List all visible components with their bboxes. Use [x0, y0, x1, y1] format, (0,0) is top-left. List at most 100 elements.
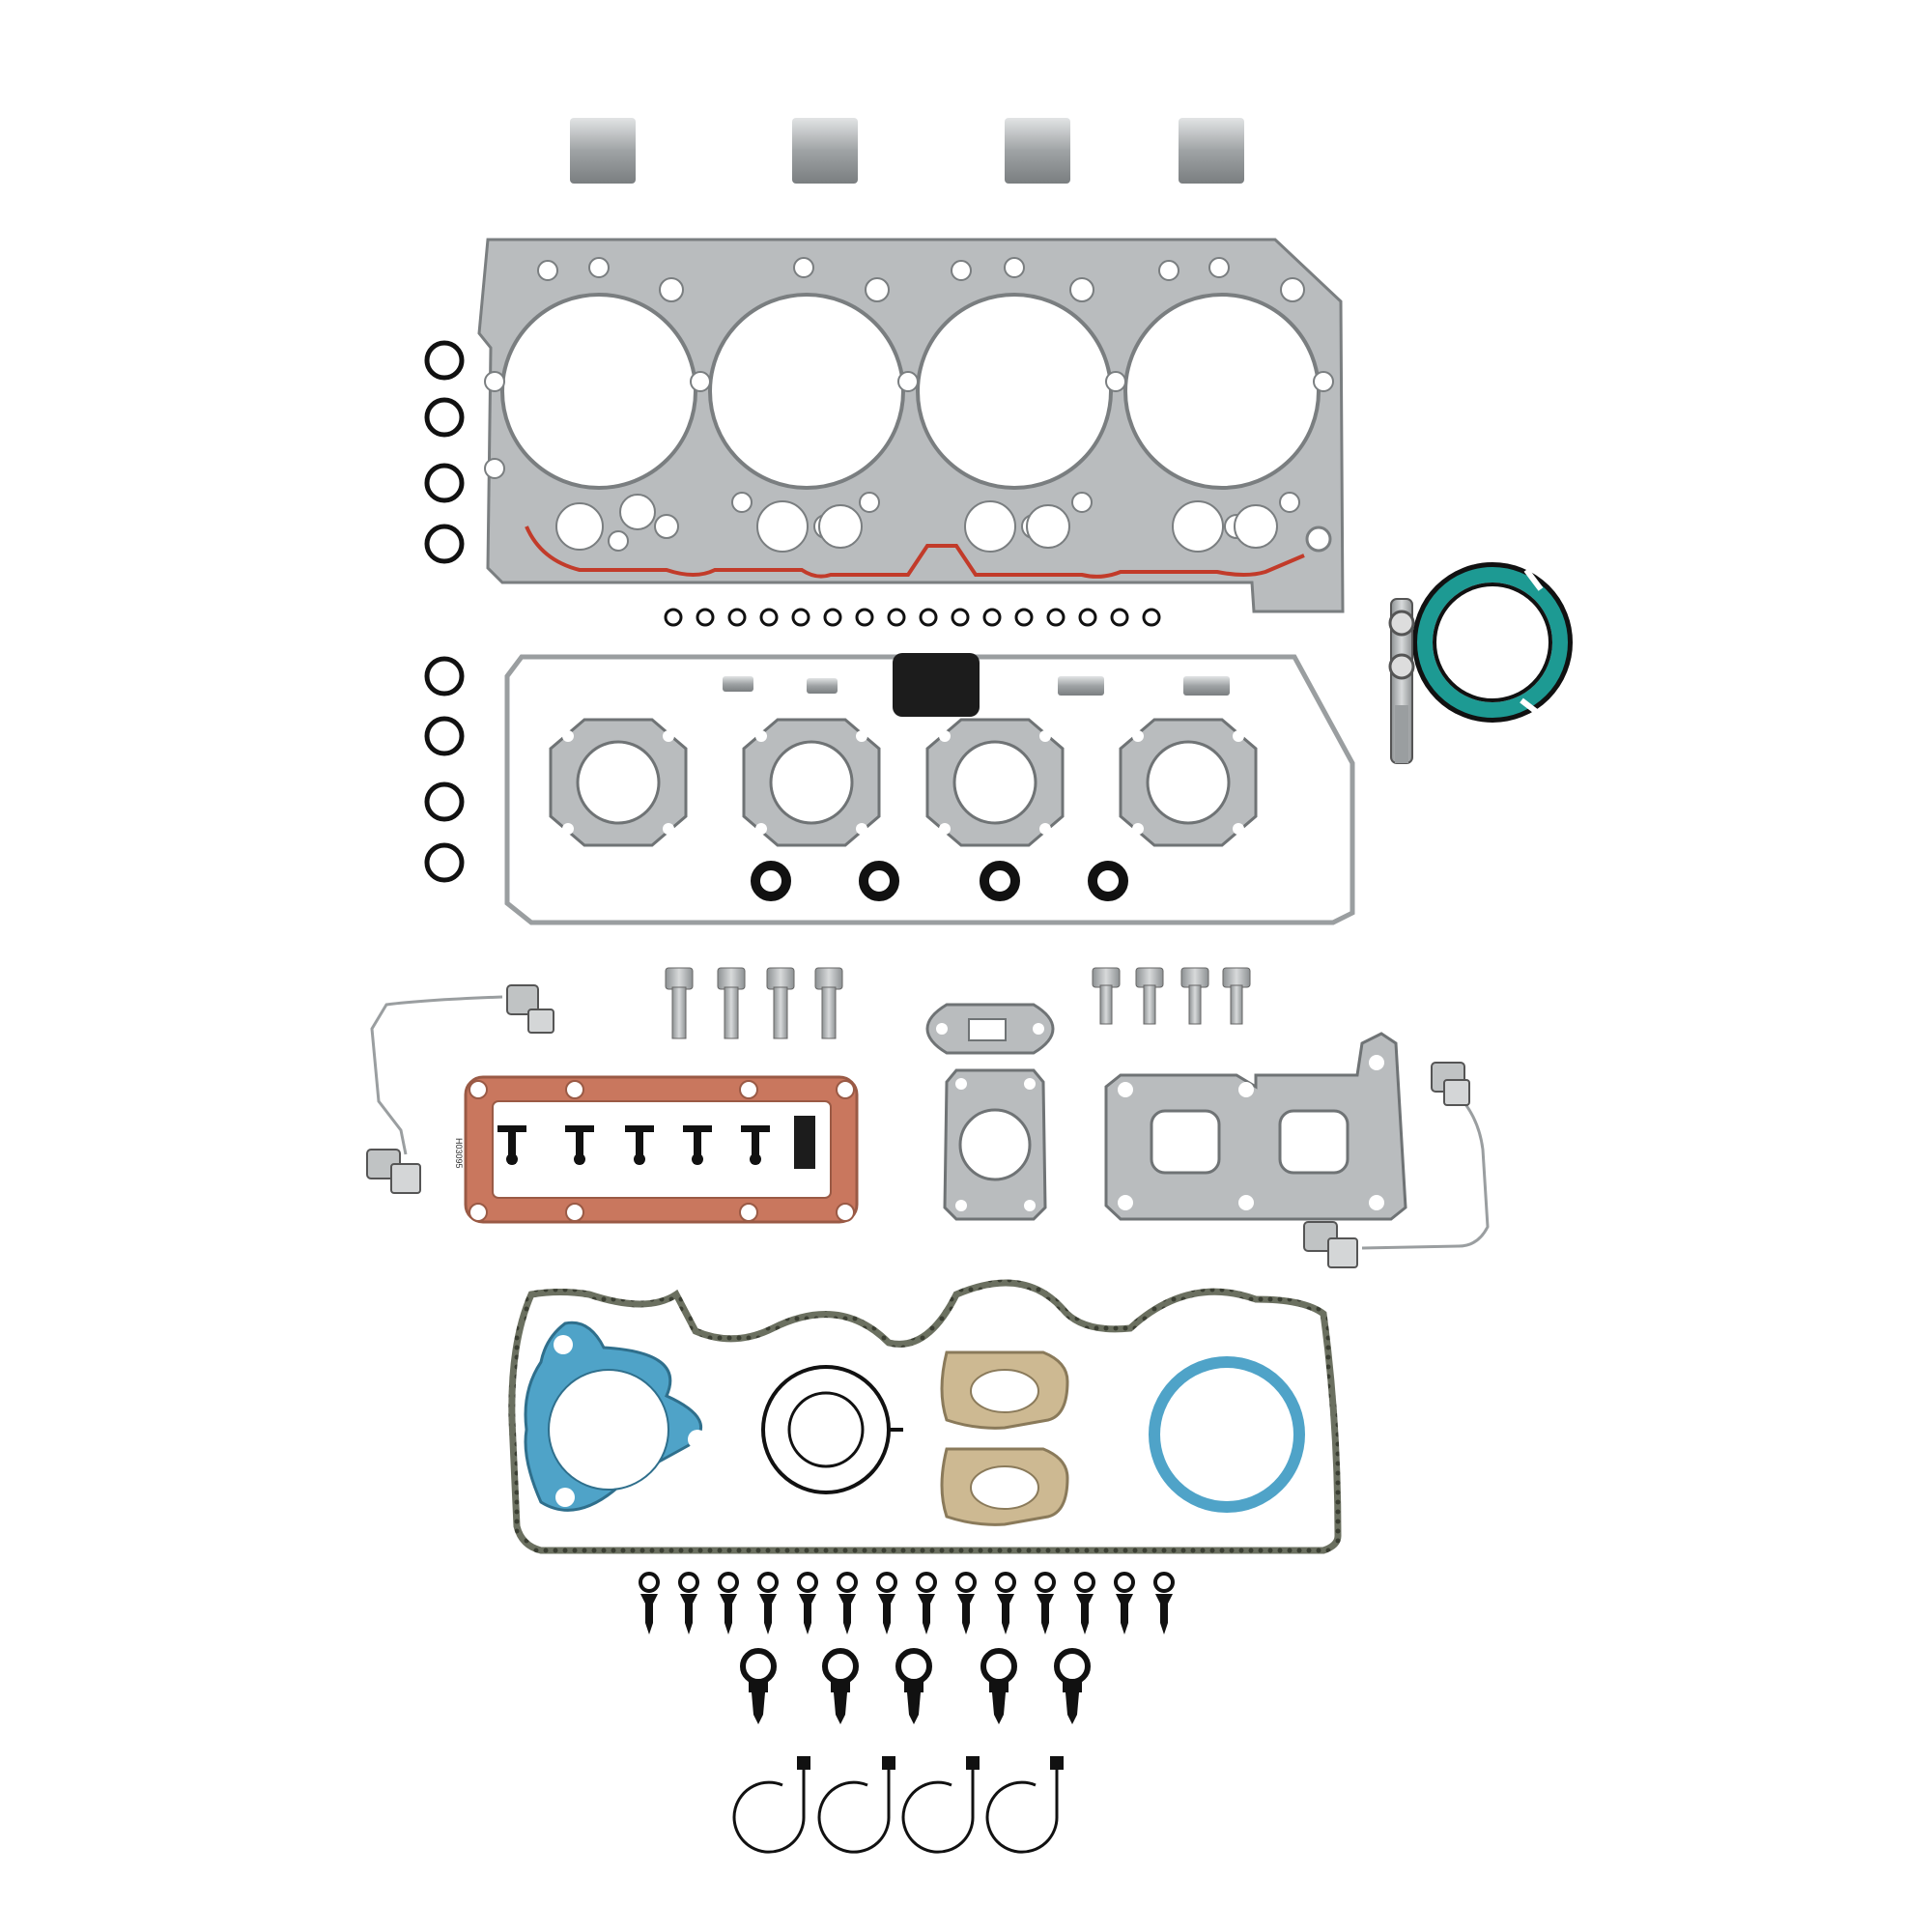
- cylinder-bore: [1123, 293, 1321, 490]
- o-ring: [424, 340, 465, 381]
- gasket-hole: [619, 494, 656, 530]
- gasket-hole: [484, 458, 505, 479]
- exhaust-port-gasket: [742, 718, 881, 847]
- valve-cover-clips: [497, 1125, 770, 1165]
- small-o-ring: [1078, 608, 1097, 627]
- cable-tie: [732, 1756, 810, 1854]
- gasket-hole: [818, 504, 863, 549]
- small-o-rings-row: [664, 608, 1161, 627]
- small-o-ring: [919, 608, 938, 627]
- o-ring: [424, 463, 465, 503]
- clips: [740, 1648, 1091, 1724]
- push-pin: [718, 1572, 739, 1634]
- gasket-hole: [897, 371, 919, 392]
- sensor-cable-left: [366, 984, 554, 1194]
- copper-gasket-hole: [469, 1203, 488, 1222]
- o-ring: [424, 397, 465, 438]
- push-pin: [1153, 1572, 1175, 1634]
- small-o-ring: [887, 608, 906, 627]
- gasket-hole: [964, 500, 1016, 553]
- injector-seals: [751, 861, 1128, 901]
- oil-sump-gasket: [508, 1279, 1342, 1554]
- gasket-hole: [1026, 504, 1070, 549]
- bolt: [1135, 967, 1164, 1025]
- small-o-ring: [696, 608, 715, 627]
- clip: [822, 1648, 859, 1724]
- gasket-hole: [588, 257, 610, 278]
- dowel-sleeves: [723, 653, 1230, 717]
- injector-seal: [751, 861, 791, 901]
- cable-tie: [901, 1756, 980, 1854]
- gasket-hole: [1069, 277, 1094, 302]
- gasket-hole: [1234, 504, 1278, 549]
- copper-gasket-hole: [469, 1080, 488, 1099]
- water-pump-gasket: [524, 1321, 707, 1512]
- cable-ties: [732, 1756, 1064, 1854]
- gasket-hole: [865, 277, 890, 302]
- copper-gasket-hole: [739, 1203, 758, 1222]
- o-ring: [424, 842, 465, 883]
- blue-ring-seal: [1149, 1356, 1305, 1513]
- exhaust-port-gaskets: [549, 718, 1258, 847]
- push-pin: [876, 1572, 897, 1634]
- gasket-hole: [1313, 371, 1334, 392]
- gasket-hole: [859, 492, 880, 513]
- o-ring: [424, 524, 465, 564]
- gasket-hole: [659, 277, 684, 302]
- clip: [1054, 1648, 1091, 1724]
- bearing-shell: [792, 118, 858, 184]
- cylinder-bore: [916, 293, 1113, 490]
- small-o-ring: [1142, 608, 1161, 627]
- valve-cover-clip: [565, 1125, 594, 1165]
- gasket-hole: [951, 260, 972, 281]
- gasket-hole: [690, 371, 711, 392]
- turbo-flange-gasket: [943, 1068, 1047, 1221]
- cylinder-bore: [500, 293, 697, 490]
- gasket-hole: [484, 371, 505, 392]
- gasket-hole: [1279, 492, 1300, 513]
- push-pins: [639, 1572, 1175, 1634]
- cable-tie: [817, 1756, 895, 1854]
- turbo-oil-gasket: [925, 1003, 1055, 1055]
- small-o-ring: [759, 608, 779, 627]
- bolt: [766, 967, 795, 1039]
- bearing-shells: [570, 118, 1244, 184]
- gasket-hole: [608, 530, 629, 552]
- bearing-shell: [1179, 118, 1244, 184]
- cable-tie: [985, 1756, 1064, 1854]
- exhaust-port-gasket: [925, 718, 1065, 847]
- gasket-hole: [1105, 371, 1126, 392]
- gasket-hole: [1071, 492, 1093, 513]
- small-o-ring: [855, 608, 874, 627]
- o-ring: [424, 716, 465, 756]
- gasket-hole: [1280, 277, 1305, 302]
- push-pin: [1035, 1572, 1056, 1634]
- valve-cover-clip: [741, 1125, 770, 1165]
- gasket-hole: [1004, 257, 1025, 278]
- small-o-ring: [1110, 608, 1129, 627]
- v-band-clamp: [1388, 562, 1573, 764]
- exhaust-manifold-gasket: [1104, 1032, 1407, 1221]
- gasket-hole: [1158, 260, 1179, 281]
- bolt: [717, 967, 746, 1039]
- cylinder-bore: [708, 293, 905, 490]
- injector-seal: [980, 861, 1020, 901]
- gasket-hole: [555, 502, 604, 551]
- clip: [740, 1648, 777, 1724]
- push-pin: [1114, 1572, 1135, 1634]
- thermostat-seal: [761, 1365, 903, 1494]
- push-pin: [916, 1572, 937, 1634]
- small-o-ring: [791, 608, 810, 627]
- small-o-ring: [1014, 608, 1034, 627]
- gasket-hole: [731, 492, 753, 513]
- valve-cover-clip: [625, 1125, 654, 1165]
- valve-cover-copper-gasket: H03095: [454, 1075, 859, 1224]
- gasket-holes: [484, 257, 1334, 553]
- copper-gasket-hole: [836, 1080, 855, 1099]
- copper-gasket-hole: [565, 1203, 584, 1222]
- gasket-hole: [537, 260, 558, 281]
- copper-gasket-hole: [739, 1080, 758, 1099]
- gasket-hole: [654, 514, 679, 539]
- oil-cooler-gaskets: [940, 1350, 1069, 1526]
- bolt: [1222, 967, 1251, 1025]
